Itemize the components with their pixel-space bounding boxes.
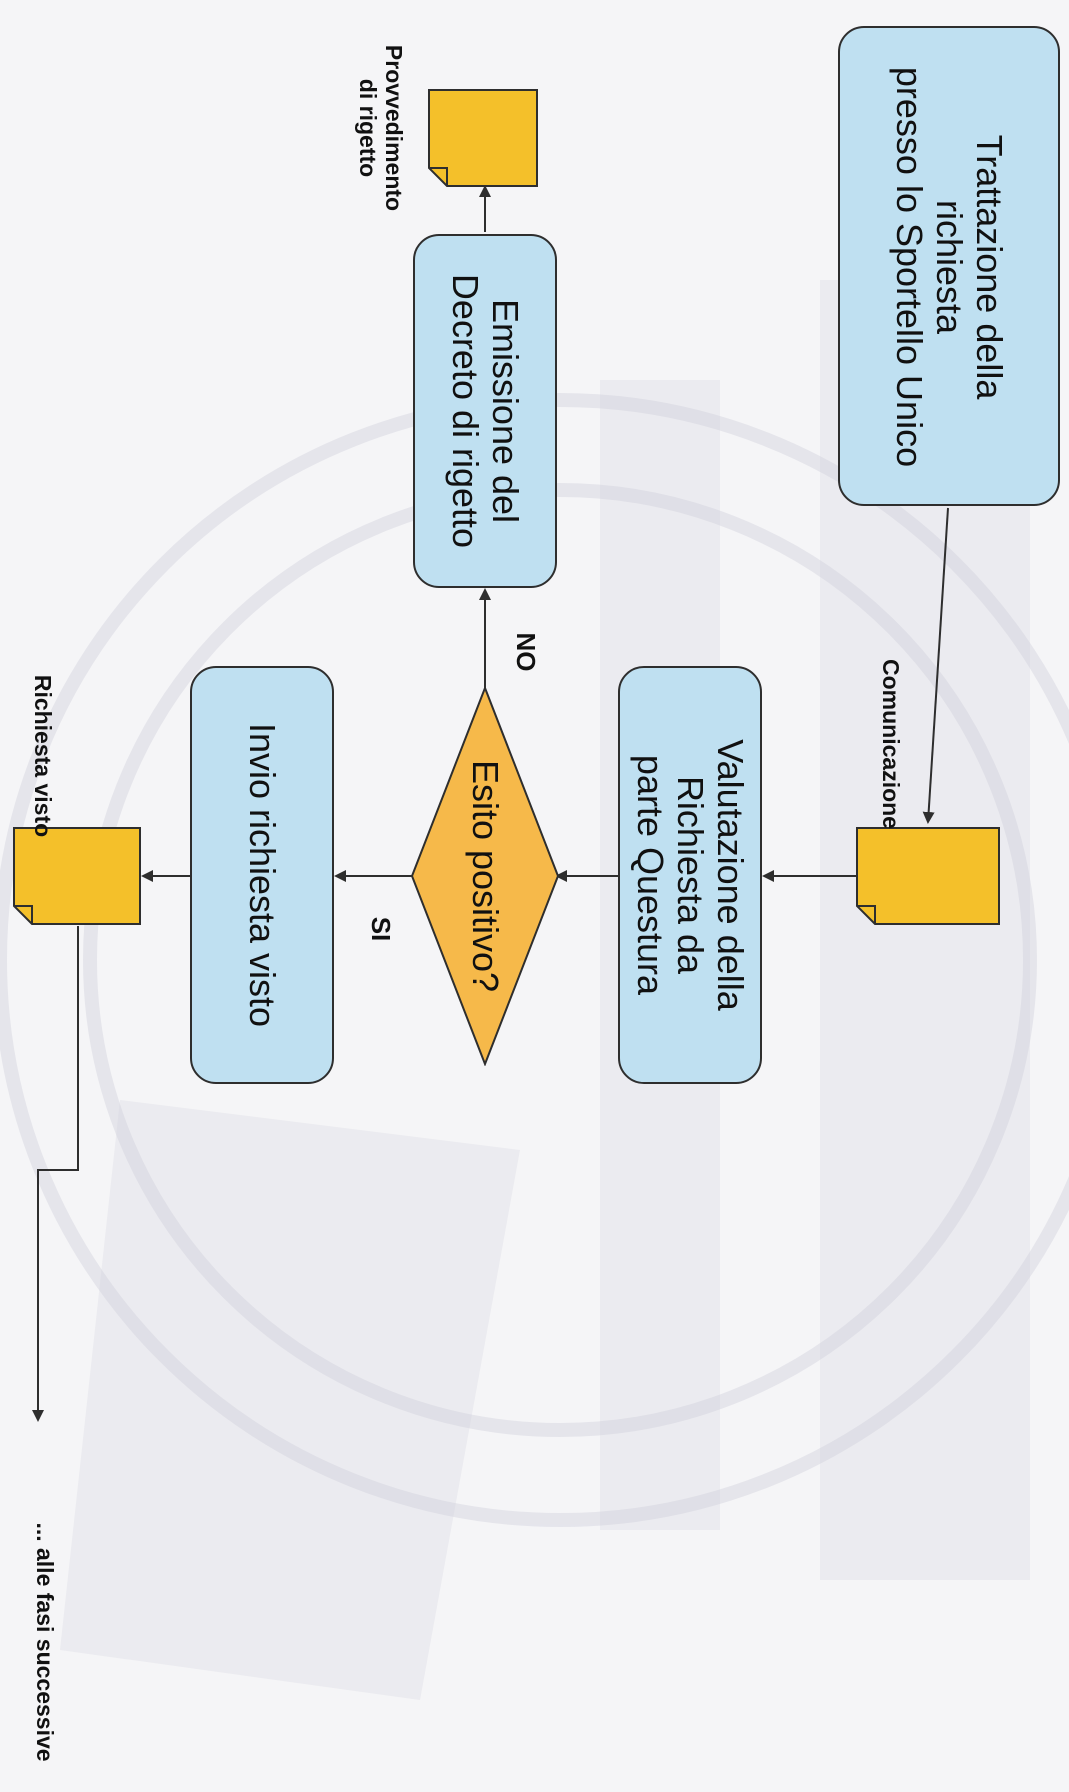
node-emissione[interactable] [413, 234, 557, 588]
doc-provvedimento-label: Provvedimento di rigetto [355, 44, 407, 212]
doc-comunicazione-label: Comunicazione [877, 659, 904, 829]
branch-no-label: NO [510, 632, 541, 672]
next-phases-label: ... alle fasi successive [31, 1522, 58, 1762]
doc-richiesta-visto-icon[interactable] [12, 826, 142, 926]
node-trattazione-label: Trattazione della richiesta presso lo Sp… [888, 66, 1011, 468]
doc-richiesta-visto-label: Richiesta visto [29, 674, 56, 838]
node-esito-decision[interactable] [410, 686, 560, 1066]
node-invio[interactable] [190, 666, 334, 1084]
node-emissione-label: Emissione del Decreto di rigetto [445, 273, 527, 549]
doc-provvedimento-icon[interactable] [427, 88, 539, 188]
node-trattazione[interactable] [838, 26, 1060, 506]
doc-comunicazione-icon[interactable] [855, 826, 1001, 926]
edge-richiesta-next [32, 926, 79, 1422]
node-esito-label: Esito positivo? [465, 759, 507, 993]
edge-trattazione-comunicazione [922, 507, 949, 824]
branch-si-label: SI [365, 916, 396, 942]
node-valutazione[interactable] [618, 666, 762, 1084]
node-invio-label: Invio richiesta visto [242, 722, 284, 1028]
node-valutazione-label: Valutazione della Richiesta da parte Que… [629, 739, 752, 1011]
